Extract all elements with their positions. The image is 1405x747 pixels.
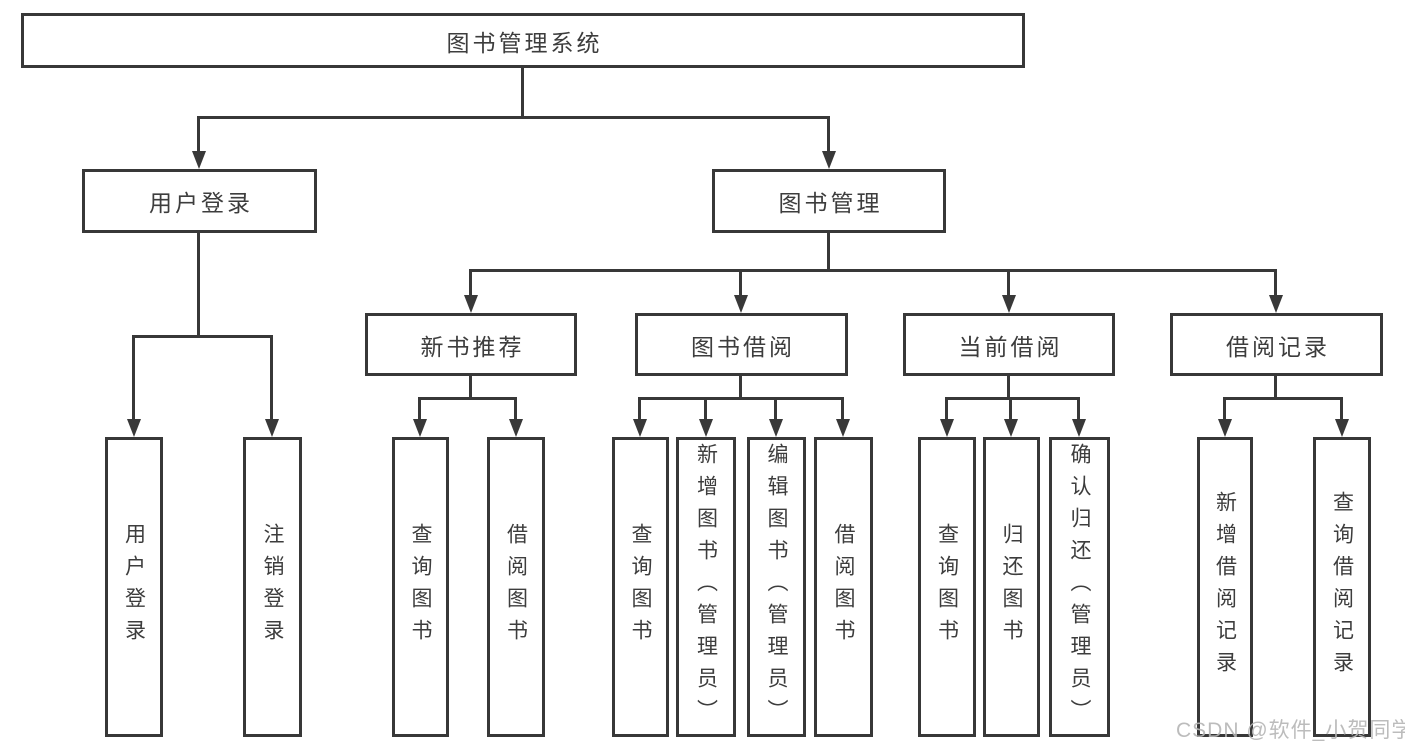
leaf-current-confirm-return-admin: 确认归还（管理员）: [1049, 437, 1110, 737]
connector-level3-split: [469, 269, 1277, 272]
connector-to-leaf-borrow-add: [704, 397, 707, 423]
connector-current-borrow-drop: [1007, 376, 1010, 399]
node-borrow-record: 借阅记录: [1170, 313, 1383, 376]
arrowhead-leaf-current-return-icon: [1004, 419, 1018, 437]
connector-to-leaf-current-confirm: [1077, 397, 1080, 423]
leaf-logout: 注销登录: [243, 437, 302, 737]
arrowhead-leaf-logout-icon: [265, 419, 279, 437]
arrowhead-new-book-recommend-icon: [464, 295, 478, 313]
arrowhead-borrow-record-icon: [1269, 295, 1283, 313]
node-new-book-recommend: 新书推荐: [365, 313, 577, 376]
connector-to-leaf-borrow-edit: [774, 397, 777, 423]
connector-user-login-drop: [197, 233, 200, 337]
arrowhead-leaf-current-query-icon: [940, 419, 954, 437]
leaf-borrow-add-book-admin: 新增图书（管理员）: [676, 437, 736, 737]
connector-to-book-management: [827, 116, 830, 154]
arrowhead-leaf-borrow-add-icon: [699, 419, 713, 437]
connector-new-book-recommend-drop: [469, 376, 472, 399]
arrowhead-leaf-record-query-icon: [1335, 419, 1349, 437]
arrowhead-book-borrow-icon: [734, 295, 748, 313]
arrowhead-leaf-current-confirm-icon: [1072, 419, 1086, 437]
connector-to-new-book-recommend: [469, 269, 472, 299]
node-root: 图书管理系统: [21, 13, 1025, 68]
leaf-newrec-borrow-book: 借阅图书: [487, 437, 545, 737]
connector-to-leaf-newrec-borrow: [514, 397, 517, 423]
csdn-watermark: CSDN @软件_小贺同学: [1176, 719, 1405, 742]
connector-root-drop: [521, 68, 524, 119]
connector-to-leaf-record-query: [1340, 397, 1343, 423]
connector-level2-split: [198, 116, 830, 119]
connector-to-leaf-borrow-borrow: [841, 397, 844, 423]
connector-to-book-borrow: [739, 269, 742, 299]
connector-to-leaf-logout: [270, 335, 273, 423]
leaf-record-query-borrow-record: 查询借阅记录: [1313, 437, 1371, 737]
connector-to-leaf-record-add: [1223, 397, 1226, 423]
connector-to-user-login: [197, 116, 200, 154]
node-book-management: 图书管理: [712, 169, 946, 233]
connector-borrow-record-split: [1223, 397, 1343, 400]
connector-new-book-recommend-split: [418, 397, 517, 400]
connector-user-login-split: [132, 335, 273, 338]
leaf-record-add-borrow-record: 新增借阅记录: [1197, 437, 1253, 737]
node-current-borrow: 当前借阅: [903, 313, 1115, 376]
arrowhead-leaf-newrec-query-icon: [413, 419, 427, 437]
node-user-login: 用户登录: [82, 169, 317, 233]
leaf-current-return-book: 归还图书: [983, 437, 1040, 737]
connector-current-borrow-split: [945, 397, 1080, 400]
arrowhead-leaf-borrow-query-icon: [633, 419, 647, 437]
arrowhead-user-login-icon: [192, 151, 206, 169]
arrowhead-leaf-borrow-borrow-icon: [836, 419, 850, 437]
connector-book-borrow-split: [638, 397, 844, 400]
arrowhead-leaf-user-login-icon: [127, 419, 141, 437]
arrowhead-leaf-borrow-edit-icon: [769, 419, 783, 437]
arrowhead-current-borrow-icon: [1002, 295, 1016, 313]
connector-to-leaf-borrow-query: [638, 397, 641, 423]
node-book-borrow: 图书借阅: [635, 313, 848, 376]
connector-book-management-drop: [827, 233, 830, 271]
connector-to-current-borrow: [1007, 269, 1010, 299]
connector-borrow-record-drop: [1274, 376, 1277, 399]
arrowhead-leaf-newrec-borrow-icon: [509, 419, 523, 437]
leaf-user-login: 用户登录: [105, 437, 163, 737]
leaf-newrec-query-book: 查询图书: [392, 437, 449, 737]
connector-to-leaf-user-login: [132, 335, 135, 423]
connector-to-leaf-current-query: [945, 397, 948, 423]
arrowhead-book-management-icon: [822, 151, 836, 169]
arrowhead-leaf-record-add-icon: [1218, 419, 1232, 437]
leaf-borrow-borrow-book: 借阅图书: [814, 437, 873, 737]
leaf-current-query-book: 查询图书: [918, 437, 976, 737]
connector-to-borrow-record: [1274, 269, 1277, 299]
leaf-borrow-query-book: 查询图书: [612, 437, 669, 737]
leaf-borrow-edit-book-admin: 编辑图书（管理员）: [747, 437, 806, 737]
connector-book-borrow-drop: [739, 376, 742, 399]
connector-to-leaf-current-return: [1009, 397, 1012, 423]
connector-to-leaf-newrec-query: [418, 397, 421, 423]
